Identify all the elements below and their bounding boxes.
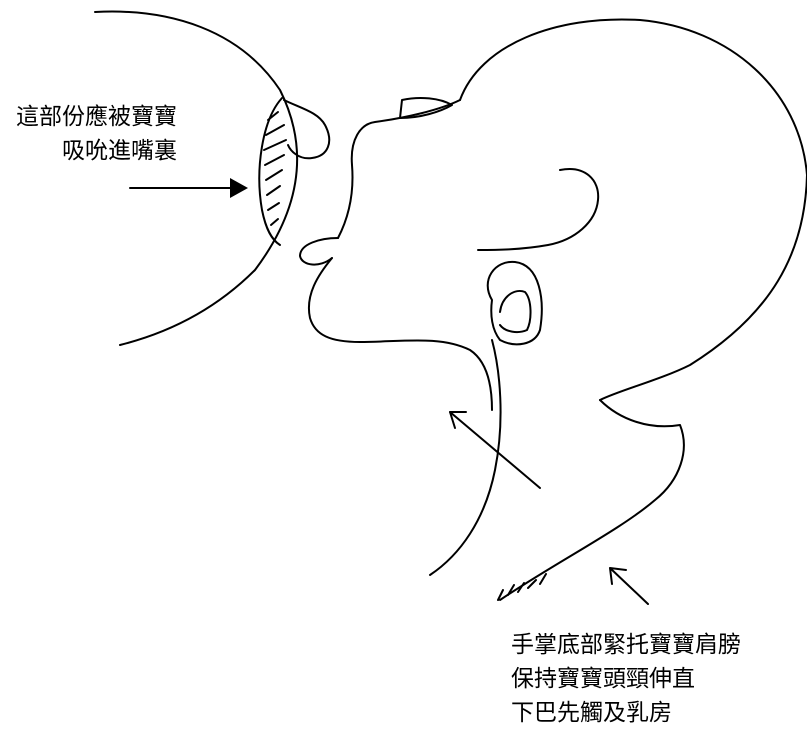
baby-upper-lip [399, 96, 453, 119]
annotation-hand-line3: 下巴先觸及乳房 [511, 700, 672, 726]
annotation-areola: 這部份應被寶寶 吸吮進嘴裏 [8, 100, 177, 168]
annotation-areola-line1: 這部份應被寶寶 [16, 104, 177, 130]
baby-chin [307, 257, 493, 411]
mother-hand-front [429, 339, 502, 576]
baby-lower-lip [299, 237, 339, 266]
mother-thumb [486, 260, 543, 346]
breast-outline [94, 10, 299, 346]
inner-arm-line [449, 411, 541, 489]
annotation-hand: 手掌底部緊托寶寶肩膀 保持寶寶頭頸伸直 下巴先觸及乳房 [511, 628, 741, 730]
mother-hand-back [499, 399, 685, 601]
baby-ear [477, 168, 600, 251]
baby-forehead [337, 99, 461, 239]
nipple-outline [283, 99, 331, 160]
annotation-hand-line1: 手掌底部緊托寶寶肩膀 [511, 632, 741, 658]
shoulder-arrow [609, 567, 649, 605]
inner-arm-arrow [449, 411, 467, 429]
areola-hatching [263, 111, 287, 226]
annotation-areola-line2: 吸吮進嘴裏 [62, 138, 177, 164]
baby-head-outline [459, 18, 807, 401]
thumb-nail [499, 290, 532, 334]
shoulder-hatch [497, 573, 547, 601]
arrow-head [230, 178, 248, 198]
annotation-hand-line2: 保持寶寶頭頸伸直 [511, 666, 695, 692]
